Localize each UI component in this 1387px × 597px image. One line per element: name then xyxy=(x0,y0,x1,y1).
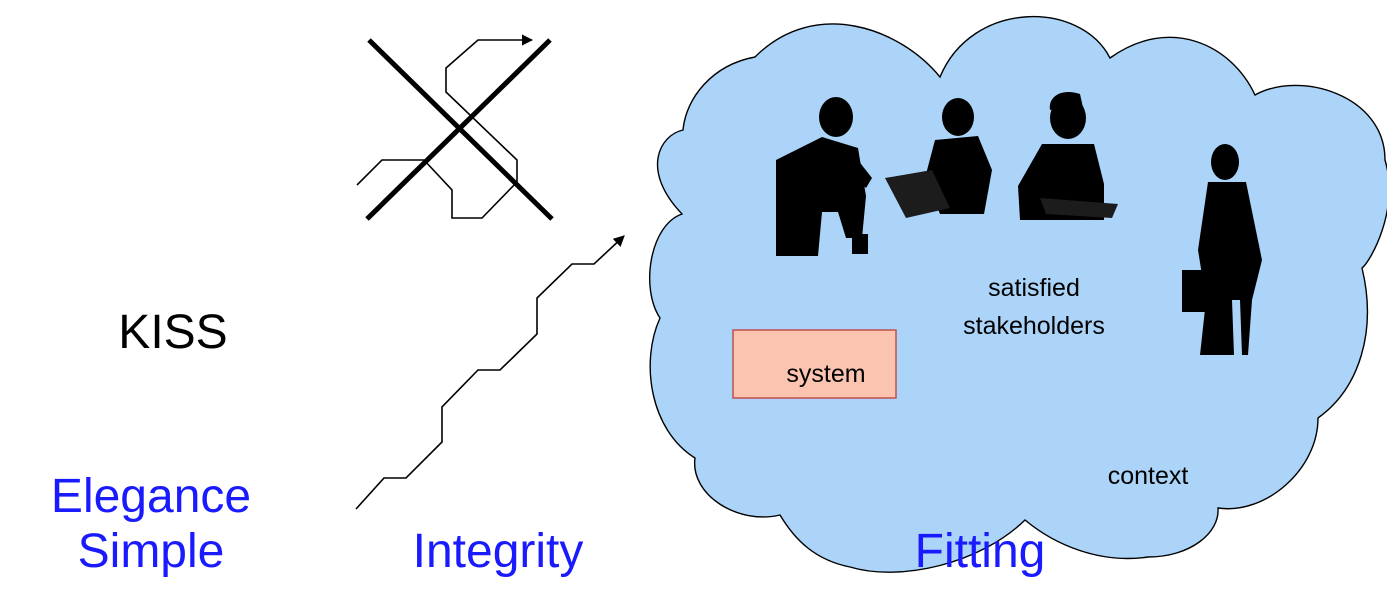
context-label: context xyxy=(1108,462,1189,490)
seated-woman-silhouette-icon xyxy=(1018,91,1118,220)
bending-man-silhouette-icon xyxy=(776,97,872,256)
crossed-out-tangled-path-icon xyxy=(356,34,554,221)
system-box xyxy=(732,329,897,399)
standing-businessman-silhouette-icon xyxy=(1182,144,1262,355)
cross-line-2 xyxy=(365,38,552,221)
man-with-clipboard-silhouette-icon xyxy=(885,98,992,218)
integrity-label: Integrity xyxy=(413,525,584,578)
fitting-label: Fitting xyxy=(915,525,1046,578)
kiss-label: KISS xyxy=(118,306,227,359)
simple-label: Simple xyxy=(78,525,225,578)
satisfied-label: satisfied xyxy=(988,274,1080,302)
tangled-path-line xyxy=(356,34,534,219)
system-label: system xyxy=(786,360,865,388)
stair-step-arrow-icon xyxy=(355,235,625,510)
elegance-label: Elegance xyxy=(51,470,251,523)
stakeholders-label: stakeholders xyxy=(963,312,1105,340)
